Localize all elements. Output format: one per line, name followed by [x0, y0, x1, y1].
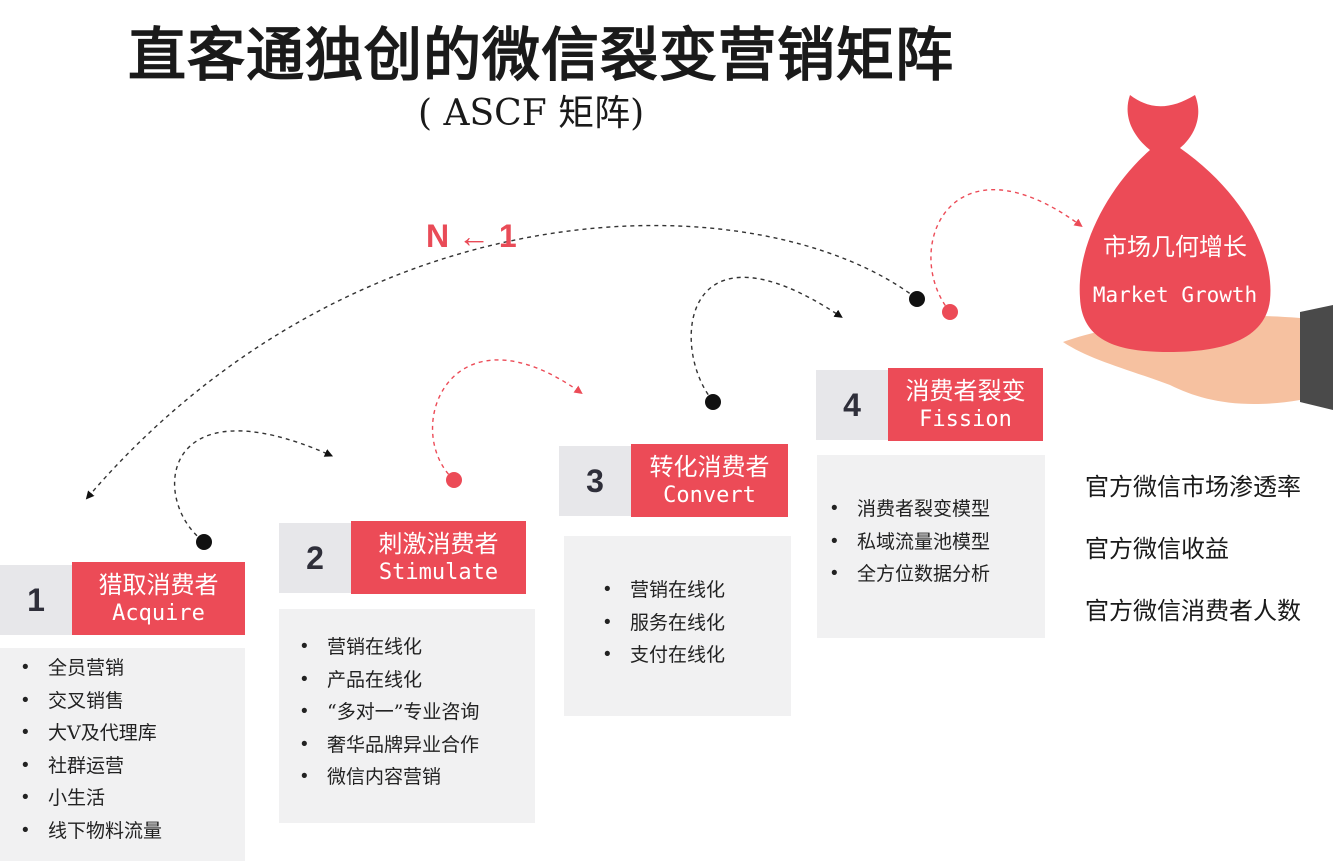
growth-label: 市场几何增长 Market Growth — [1080, 232, 1270, 310]
step-1-title: 猎取消费者 Acquire — [72, 562, 245, 635]
step-1-title-zh: 猎取消费者 — [98, 570, 219, 599]
step-2-title-zh: 刺激消费者 — [378, 529, 499, 558]
return-arc — [85, 224, 917, 500]
list-item: 小生活 — [18, 782, 245, 815]
step-2-title: 刺激消费者 Stimulate — [351, 521, 526, 594]
step-3-list: 营销在线化 服务在线化 支付在线化 — [564, 536, 791, 716]
list-item: 营销在线化 — [600, 574, 791, 607]
page-subtitle: ( ASCF 矩阵) — [418, 93, 645, 134]
list-item: 支付在线化 — [600, 639, 791, 672]
arrow-2-3 — [431, 359, 583, 481]
growth-label-zh: 市场几何增长 — [1103, 233, 1247, 261]
page-title: 直客通独创的微信裂变营销矩阵 — [128, 21, 955, 89]
metric-item: 官方微信市场渗透率 — [1085, 473, 1301, 501]
step-2-title-en: Stimulate — [378, 559, 499, 585]
metric-item: 官方微信收益 — [1085, 535, 1229, 563]
list-item: 线下物料流量 — [18, 815, 245, 848]
step-1-title-en: Acquire — [112, 600, 205, 626]
list-item: 交叉销售 — [18, 685, 245, 718]
arrow-4-growth — [930, 189, 1083, 313]
step-4-list: 消费者裂变模型 私域流量池模型 全方位数据分析 — [817, 455, 1045, 638]
list-item: 消费者裂变模型 — [827, 493, 1045, 526]
step-4-title: 消费者裂变 Fission — [888, 368, 1043, 441]
arrow-1-2 — [173, 430, 334, 542]
step-4-title-en: Fission — [919, 406, 1012, 432]
list-item: 奢华品牌异业合作 — [297, 729, 535, 762]
list-item: 全方位数据分析 — [827, 558, 1045, 591]
list-item: 全员营销 — [18, 652, 245, 685]
list-item: 微信内容营销 — [297, 761, 535, 794]
metric-item: 官方微信消费者人数 — [1085, 597, 1301, 625]
step-2-list: 营销在线化 产品在线化 “多对一”专业咨询 奢华品牌异业合作 微信内容营销 — [279, 609, 535, 823]
list-item: 产品在线化 — [297, 664, 535, 697]
growth-label-en: Market Growth — [1092, 283, 1258, 307]
list-item: 营销在线化 — [297, 631, 535, 664]
arrow-3-4 — [690, 276, 843, 402]
list-item: 社群运营 — [18, 750, 245, 783]
money-bag-icon — [1079, 95, 1271, 352]
list-item: 大V及代理库 — [18, 717, 245, 750]
step-2-number: 2 — [279, 523, 351, 593]
step-3-number: 3 — [559, 446, 631, 516]
growth-metrics: 官方微信市场渗透率 官方微信收益 官方微信消费者人数 — [1085, 456, 1301, 642]
step-1-list: 全员营销 交叉销售 大V及代理库 社群运营 小生活 线下物料流量 — [0, 648, 245, 861]
return-arc-dot — [909, 291, 925, 307]
ratio-label: N ← 1 — [426, 218, 517, 254]
list-item: “多对一”专业咨询 — [297, 696, 535, 729]
list-item: 私域流量池模型 — [827, 526, 1045, 559]
step-3-title: 转化消费者 Convert — [631, 444, 788, 517]
step-3-title-en: Convert — [663, 482, 756, 508]
step-4-number: 4 — [816, 370, 888, 440]
list-item: 服务在线化 — [600, 607, 791, 640]
step-3-title-zh: 转化消费者 — [649, 452, 770, 481]
step-1-number: 1 — [0, 565, 72, 635]
step-4-title-zh: 消费者裂变 — [905, 376, 1026, 405]
